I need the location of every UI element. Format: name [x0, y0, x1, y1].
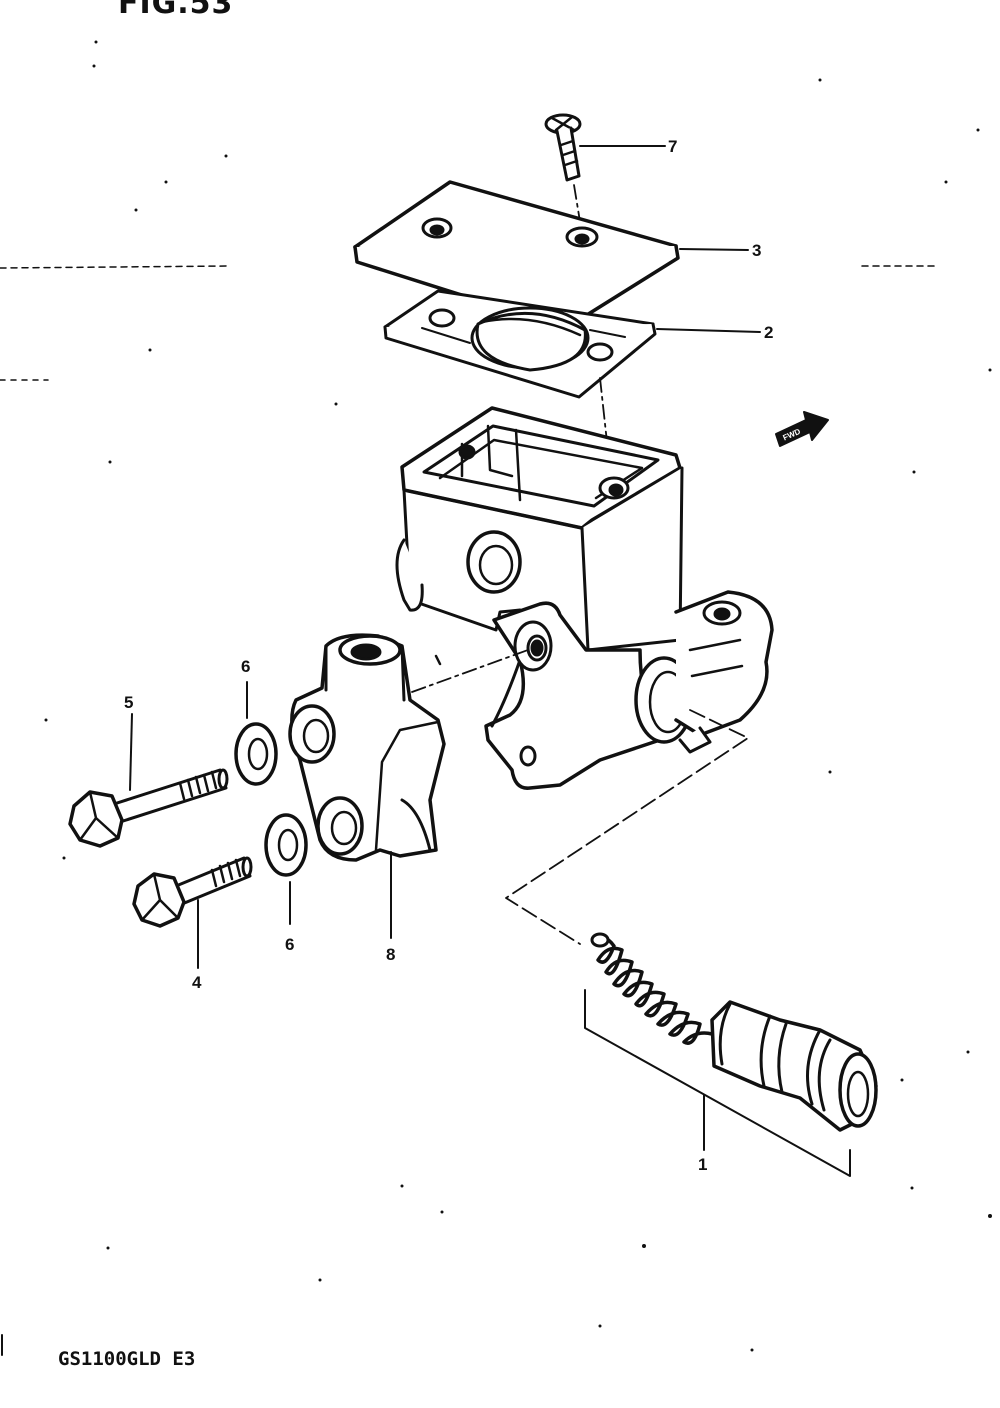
leader-5 [129, 713, 133, 791]
callout-4: 4 [192, 973, 202, 992]
callout-6-upper: 6 [241, 657, 250, 676]
callout-6-lower: 6 [285, 935, 294, 954]
callout-5: 5 [124, 693, 133, 712]
part-bolt-5 [68, 768, 229, 848]
scan-specks [44, 40, 992, 1352]
leader-2 [656, 328, 761, 333]
part-washer-6-upper [234, 722, 278, 786]
part-washer-6-lower [264, 813, 308, 877]
callout-2: 2 [764, 323, 773, 342]
part-reservoir-cap-3 [353, 180, 680, 330]
figure-title: FIG.53 [118, 0, 234, 21]
scan-mark [0, 265, 231, 269]
centerline-piston [505, 709, 749, 945]
part-clamp-holder-8 [288, 633, 446, 862]
forward-arrow-icon: FWD [775, 411, 829, 447]
part-bolt-4 [132, 856, 253, 928]
leader-3 [679, 248, 749, 251]
model-code: GS1100GLD E3 [58, 1348, 196, 1370]
centerline-clamp [411, 649, 529, 693]
callout-8: 8 [386, 945, 395, 964]
part-diaphragm-2 [383, 289, 657, 399]
master-cylinder-body [395, 406, 774, 790]
callout-3: 3 [752, 241, 761, 260]
part-screw-7 [544, 113, 582, 182]
callout-7: 7 [668, 137, 677, 156]
bracket-1 [584, 989, 851, 1177]
part-piston-kit-1 [590, 932, 878, 1132]
scan-mark [434, 654, 442, 666]
callout-1: 1 [698, 1155, 707, 1174]
